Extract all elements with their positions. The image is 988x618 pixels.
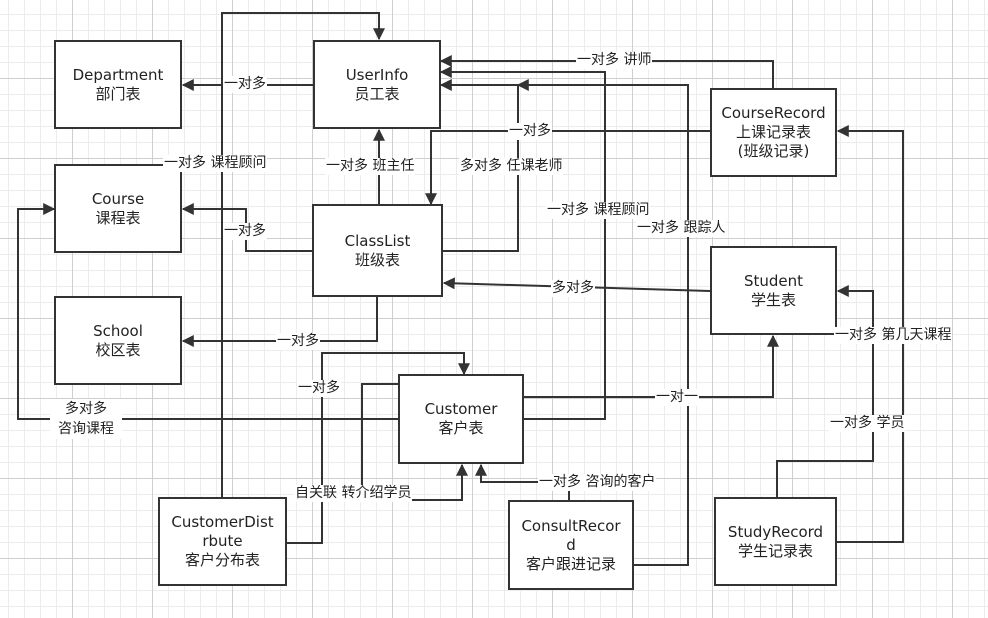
classlist-cn: 班级表 bbox=[354, 250, 400, 269]
course-name: Course bbox=[91, 189, 145, 208]
line-courserecord-user bbox=[439, 55, 774, 89]
line-courserecord-class bbox=[425, 130, 710, 206]
studyrecord-table-box[interactable]: StudyRecord 学生记录表 bbox=[714, 497, 837, 586]
label-class-teachers: 多对多 任课老师 bbox=[459, 158, 564, 175]
customer-cn: 客户表 bbox=[438, 419, 484, 437]
label-customer-consultant: 一对多 课程顾问 bbox=[546, 202, 651, 219]
classlist-table-box[interactable]: ClassList 班级表 bbox=[312, 204, 443, 297]
courserecord-table-box[interactable]: CourseRecord 上课记录表 (班级记录) bbox=[710, 88, 837, 177]
line-distribute-customer bbox=[287, 352, 470, 544]
customerdistrbute-table-box[interactable]: CustomerDistrbute 客户分布表 bbox=[158, 497, 287, 586]
line-customer-course bbox=[17, 203, 399, 420]
label-record-class: 一对多 bbox=[508, 123, 552, 140]
line-customer-consultant bbox=[439, 66, 606, 420]
customerdistrbute-name: CustomerDistrbute bbox=[171, 513, 274, 550]
school-cn: 校区表 bbox=[95, 340, 141, 359]
department-table-box[interactable]: Department 部门表 bbox=[54, 40, 182, 129]
course-cn: 课程表 bbox=[95, 208, 141, 227]
label-customer-student: 一对一 bbox=[655, 389, 699, 406]
customer-name: Customer bbox=[424, 400, 498, 418]
label-customer-self: 自关联 转介绍学员 bbox=[294, 485, 413, 502]
label-customer-course: 多对多 咨询课程 bbox=[50, 399, 122, 439]
line-class-school bbox=[181, 297, 378, 347]
student-cn: 学生表 bbox=[750, 290, 796, 309]
label-class-headteacher: 一对多 班主任 bbox=[325, 158, 416, 175]
school-name: School bbox=[93, 321, 143, 340]
consultrecord-name: ConsultRecord bbox=[521, 516, 621, 554]
studyrecord-name: StudyRecord bbox=[727, 522, 824, 541]
label-studyrecord-courserecord: 一对多 第几天课程 bbox=[834, 327, 953, 344]
label-customer-course-line1: 多对多 bbox=[65, 401, 107, 417]
userinfo-table-box[interactable]: UserInfo 员工表 bbox=[313, 40, 441, 129]
label-course-consultant-left: 一对多 课程顾问 bbox=[163, 155, 268, 172]
label-school-class: 一对多 bbox=[276, 333, 320, 350]
label-student-class: 多对多 bbox=[551, 280, 595, 297]
consultrecord-cn: 客户跟进记录 bbox=[525, 554, 616, 573]
label-customer-course-line2: 咨询课程 bbox=[58, 421, 114, 437]
department-cn: 部门表 bbox=[95, 84, 141, 103]
label-customer-tracker: 一对多 跟踪人 bbox=[636, 220, 727, 237]
label-dept-user: 一对多 bbox=[223, 76, 267, 93]
courserecord-name: CourseRecord bbox=[721, 104, 826, 122]
customer-table-box[interactable]: Customer 客户表 bbox=[398, 374, 524, 464]
department-name: Department bbox=[72, 65, 164, 84]
label-distribute-customer: 一对多 bbox=[297, 380, 341, 397]
line-customer-student bbox=[524, 334, 779, 398]
label-user-lecturer: 一对多 讲师 bbox=[576, 52, 653, 69]
label-studyrecord-student: 一对多 学员 bbox=[829, 415, 906, 432]
consultrecord-table-box[interactable]: ConsultRecord 客户跟进记录 bbox=[508, 500, 634, 590]
customerdistrbute-cn: 客户分布表 bbox=[184, 551, 260, 569]
label-consult-customer: 一对多 咨询的客户 bbox=[538, 474, 657, 491]
classlist-name: ClassList bbox=[344, 231, 411, 250]
student-name: Student bbox=[743, 271, 804, 290]
course-table-box[interactable]: Course 课程表 bbox=[54, 164, 182, 253]
line-studyrecord-student bbox=[776, 285, 874, 497]
student-table-box[interactable]: Student 学生表 bbox=[710, 246, 837, 335]
line-consultant-user bbox=[221, 12, 385, 497]
school-table-box[interactable]: School 校区表 bbox=[54, 296, 182, 385]
courserecord-cn: 上课记录表 bbox=[735, 123, 811, 141]
courserecord-note: (班级记录) bbox=[737, 142, 810, 160]
label-course-class: 一对多 bbox=[223, 223, 267, 240]
userinfo-name: UserInfo bbox=[345, 65, 409, 84]
line-consult-tracker bbox=[516, 79, 689, 566]
studyrecord-cn: 学生记录表 bbox=[737, 541, 813, 560]
userinfo-cn: 员工表 bbox=[354, 84, 400, 103]
